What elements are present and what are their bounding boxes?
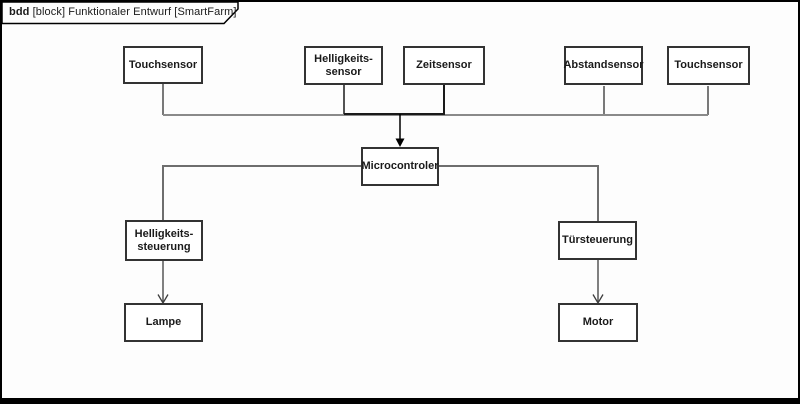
block-tuersteuerung-label: Türsteuerung bbox=[562, 234, 633, 246]
block-touchsensor-1[interactable]: Touchsensor bbox=[123, 46, 203, 84]
block-microcontroler-label: Microcontroler bbox=[361, 160, 439, 172]
connector-helligkeitssteuerung-lampe bbox=[157, 261, 169, 305]
sensor-bus-connectors bbox=[162, 84, 709, 115]
diagram-name-label: [block] Funktionaler Entwurf [SmartFarm] bbox=[29, 6, 237, 18]
sensor-bus bbox=[163, 113, 708, 116]
block-motor-label: Motor bbox=[582, 316, 614, 328]
connector-tuersteuerung-motor bbox=[592, 260, 604, 305]
block-helligkeitssteuerung[interactable]: Helligkeits- steuerung bbox=[125, 220, 203, 261]
block-abstandsensor-label: Abstandsensor bbox=[563, 59, 644, 71]
diagram-kind-label: bdd bbox=[9, 6, 30, 18]
connector-microcontroler-tuersteuerung bbox=[439, 165, 599, 221]
frame-tab bbox=[1, 1, 239, 25]
block-helligkeitssteuerung-label: Helligkeits- steuerung bbox=[134, 227, 194, 253]
block-tuersteuerung[interactable]: Türsteuerung bbox=[558, 221, 637, 260]
block-lampe[interactable]: Lampe bbox=[124, 303, 203, 342]
connector-bus-microcontroler bbox=[395, 114, 405, 147]
block-helligkeitssensor-label: Helligkeits- sensor bbox=[314, 52, 373, 78]
block-abstandsensor[interactable]: Abstandsensor bbox=[563, 46, 644, 85]
block-zeitsensor-label: Zeitsensor bbox=[416, 59, 472, 71]
block-touchsensor-2-label: Touchsensor bbox=[674, 59, 743, 71]
block-motor[interactable]: Motor bbox=[558, 303, 638, 342]
block-lampe-label: Lampe bbox=[145, 316, 182, 328]
block-helligkeitssensor[interactable]: Helligkeits- sensor bbox=[304, 46, 383, 85]
diagram-title: bdd [block] Funktionaler Entwurf [SmartF… bbox=[9, 6, 237, 18]
block-zeitsensor[interactable]: Zeitsensor bbox=[403, 46, 485, 85]
block-touchsensor-2[interactable]: Touchsensor bbox=[667, 46, 750, 85]
block-microcontroler[interactable]: Microcontroler bbox=[361, 147, 439, 186]
connector-microcontroler-helligkeitssteuerung bbox=[162, 165, 361, 220]
block-touchsensor-1-label: Touchsensor bbox=[128, 58, 198, 71]
